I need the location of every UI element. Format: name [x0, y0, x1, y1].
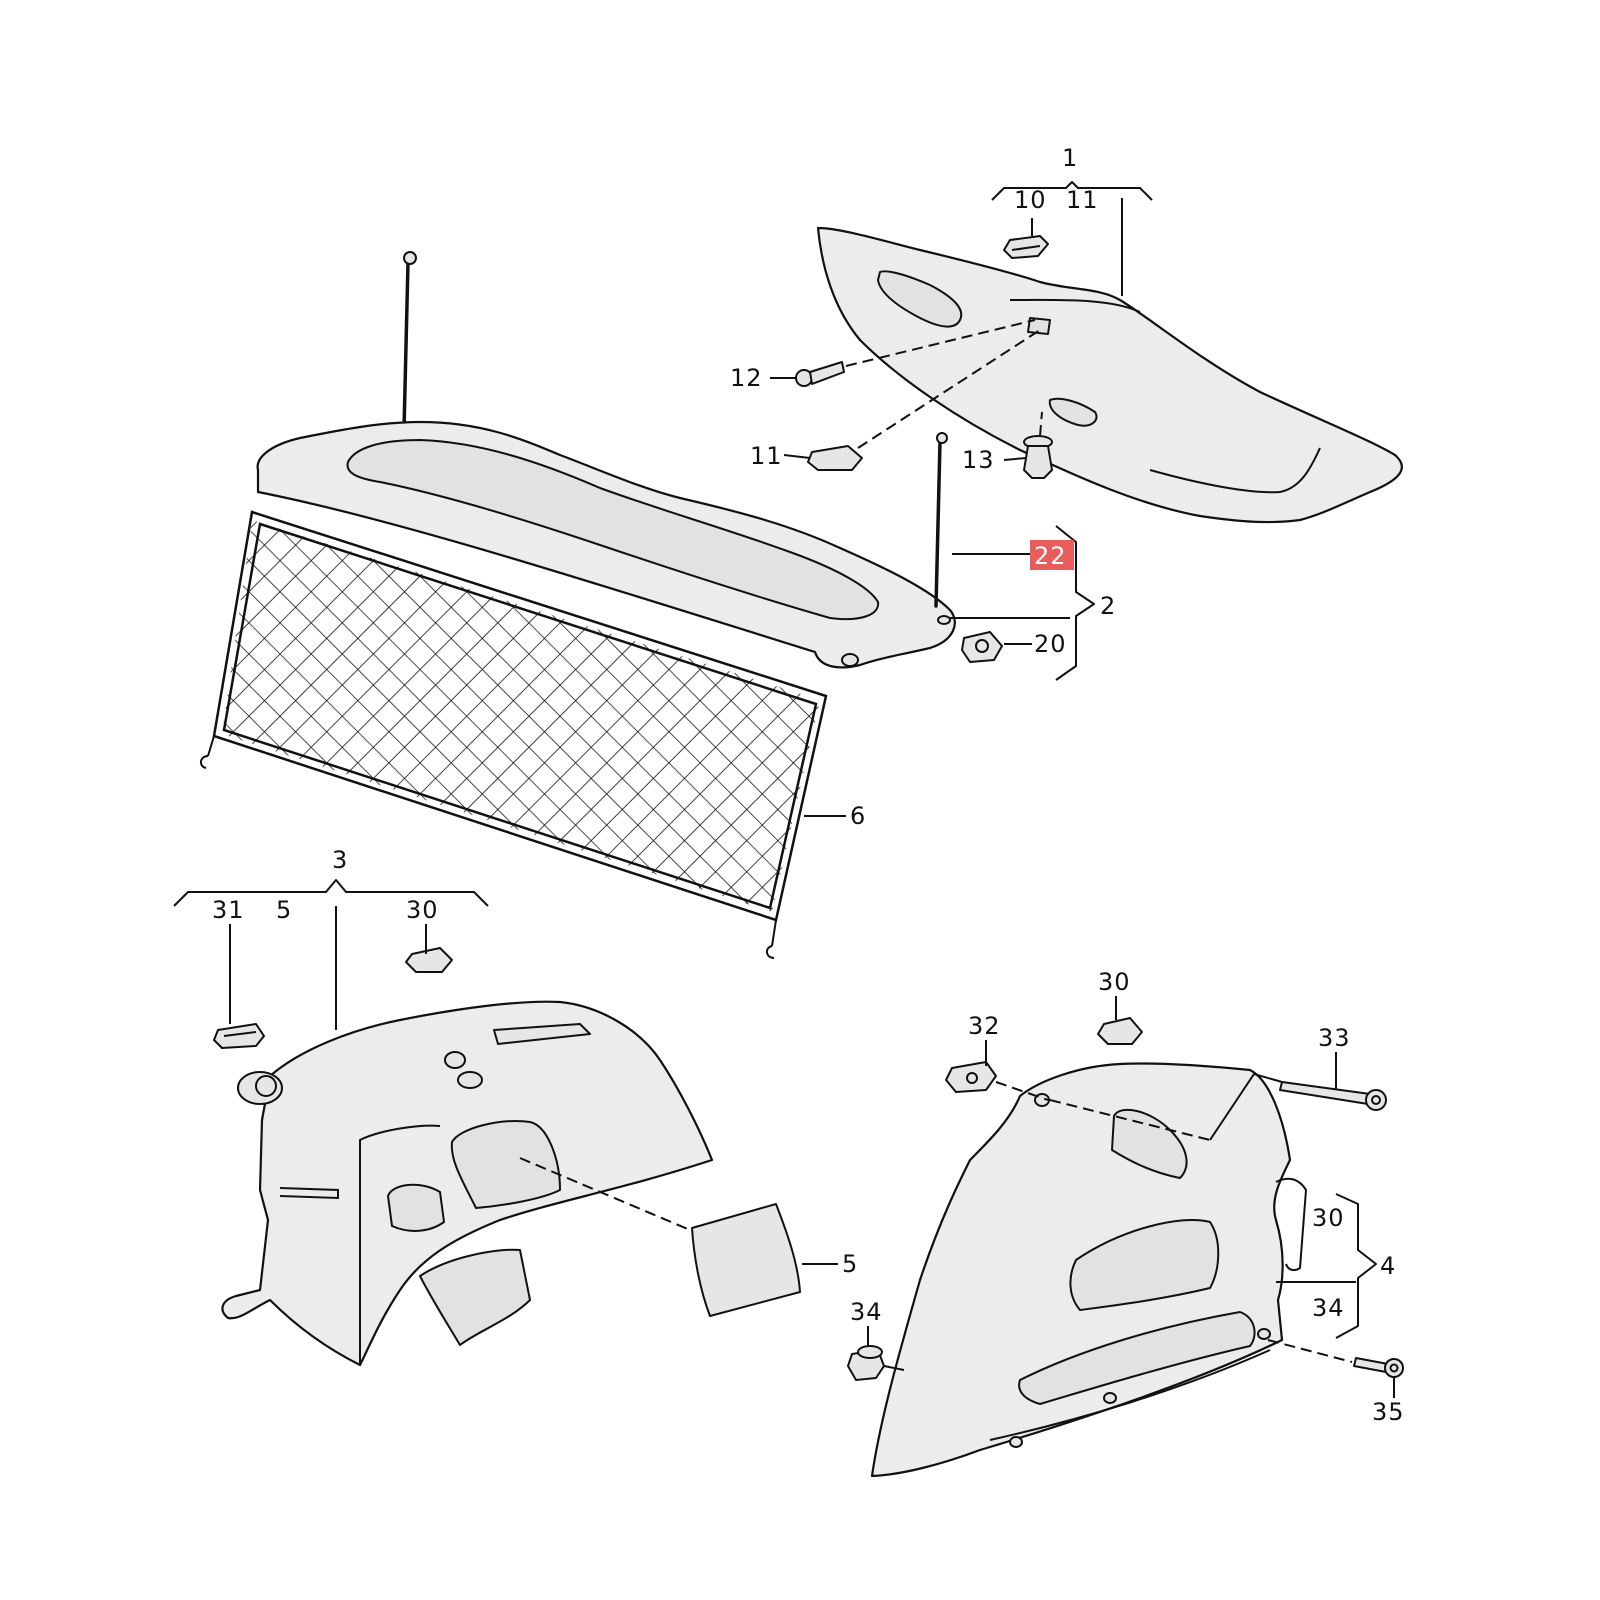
parcel-shelf: [256, 251, 956, 669]
label-30-right: 30: [1098, 968, 1131, 996]
cargo-net: [200, 510, 828, 959]
label-2: 2: [1100, 592, 1116, 620]
cover-5: [519, 1157, 801, 1317]
rod-22: [934, 432, 948, 608]
screw-35: [1267, 1339, 1404, 1378]
label-11: 11: [750, 442, 783, 470]
side-trim-panel: [816, 226, 1403, 524]
label-35: 35: [1372, 1398, 1405, 1426]
bolt-33: [1049, 1072, 1387, 1141]
label-34-side: 34: [1312, 1294, 1345, 1322]
right-trim-panel: [870, 1062, 1308, 1478]
label-31: 31: [212, 896, 245, 924]
label-3: 3: [332, 846, 348, 874]
clip-10: [1003, 235, 1049, 259]
screw-12: [795, 319, 1036, 387]
clip-31: [213, 1023, 265, 1049]
left-trim-panel: [221, 1000, 714, 1367]
label-22: 22: [1034, 542, 1067, 570]
label-30-left: 30: [406, 896, 439, 924]
clip-11: [807, 329, 1041, 471]
label-10: 10: [1014, 186, 1047, 214]
clip-34: [847, 1345, 905, 1381]
label-11-top: 11: [1066, 186, 1099, 214]
label-20: 20: [1034, 630, 1067, 658]
label-30-side: 30: [1312, 1204, 1345, 1232]
label-12: 12: [730, 364, 763, 392]
clip-30-right: [1097, 1017, 1143, 1045]
label-33: 33: [1318, 1024, 1351, 1052]
leader-lines: [173, 181, 1395, 1398]
callout-labels: 1 10 11 12 11 13 22 2 20 6 3 31 5 30 5 3…: [212, 144, 1405, 1426]
label-5: 5: [842, 1250, 858, 1278]
clip-30-left: [405, 947, 453, 973]
clip-20: [961, 631, 1003, 663]
label-5-top: 5: [276, 896, 292, 924]
label-32: 32: [968, 1012, 1001, 1040]
label-4: 4: [1380, 1252, 1396, 1280]
clip-32: [945, 1061, 1049, 1101]
label-13: 13: [962, 446, 995, 474]
highlight-box: [1030, 540, 1074, 570]
clip-13: [1023, 411, 1053, 479]
label-34: 34: [850, 1298, 883, 1326]
label-6: 6: [850, 802, 866, 830]
label-1: 1: [1062, 144, 1078, 172]
